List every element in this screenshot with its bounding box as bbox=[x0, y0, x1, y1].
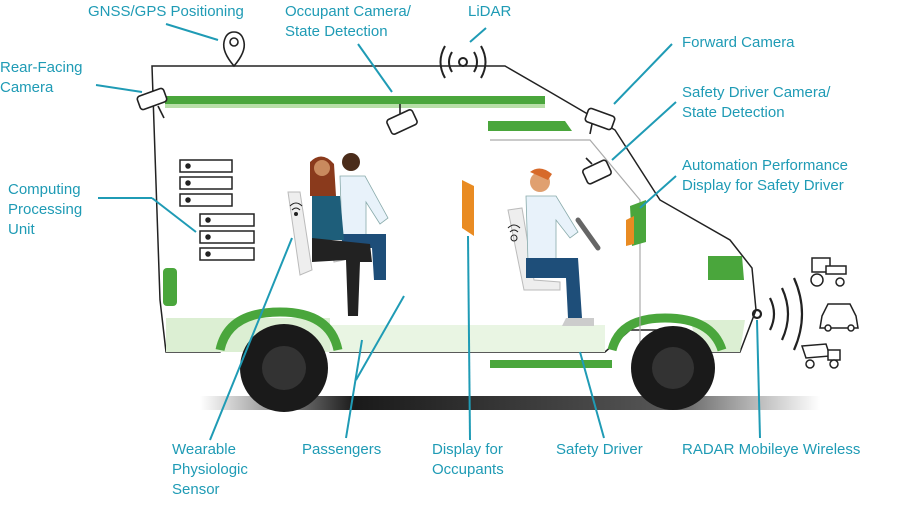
headlight bbox=[708, 256, 744, 280]
lower-band-2 bbox=[330, 325, 605, 352]
wearable-sensor-icon bbox=[289, 202, 303, 216]
car-icon bbox=[819, 303, 859, 332]
front-fender bbox=[607, 313, 727, 352]
leader-lines bbox=[95, 23, 761, 441]
label-forward-camera: Forward Camera bbox=[682, 34, 795, 51]
cab-stripe bbox=[488, 121, 572, 131]
label-wearable-sensor: Wearable Physiologic Sensor bbox=[172, 441, 248, 498]
dump-truck-icon bbox=[800, 343, 841, 369]
camera-icon bbox=[584, 107, 616, 135]
roof-stripe-light bbox=[165, 104, 545, 108]
gps-pin-icon bbox=[222, 31, 246, 68]
label-automation-display: Automation Performance Display for Safet… bbox=[682, 157, 848, 194]
wearable-sensor-icon bbox=[507, 224, 521, 242]
rear-fender bbox=[215, 307, 343, 352]
driver-seat bbox=[507, 207, 561, 291]
tractor-icon bbox=[810, 257, 847, 287]
safety-driver-figure bbox=[525, 168, 594, 326]
driver-display-orange bbox=[626, 216, 634, 246]
label-gnss: GNSS/GPS Positioning bbox=[88, 3, 244, 20]
label-radar: RADAR Mobileye Wireless bbox=[682, 441, 861, 458]
label-safety-driver-camera: Safety Driver Camera/ State Detection bbox=[682, 84, 831, 121]
label-display-occupants: Display for Occupants bbox=[432, 441, 504, 478]
roof-stripe bbox=[165, 96, 545, 104]
label-rear-camera: Rear-Facing Camera bbox=[0, 59, 83, 96]
cab-floor-green bbox=[490, 360, 612, 368]
rear-light bbox=[163, 268, 177, 306]
occupant-display bbox=[462, 180, 474, 236]
steering-wheel bbox=[575, 217, 601, 251]
label-computing-unit: Computing Processing Unit bbox=[8, 181, 83, 238]
passenger-woman bbox=[310, 156, 372, 316]
camera-icon bbox=[136, 87, 168, 119]
rear-wheel-hub bbox=[262, 346, 306, 390]
camera-icon bbox=[386, 104, 418, 135]
cab-door bbox=[490, 139, 641, 352]
camera-icon bbox=[582, 157, 612, 185]
label-lidar: LiDAR bbox=[468, 3, 512, 20]
van-body bbox=[151, 65, 757, 353]
front-wheel-hub bbox=[652, 347, 694, 389]
lidar-signal-icon bbox=[439, 45, 487, 79]
radar-wave-icon bbox=[751, 277, 804, 351]
label-safety-driver: Safety Driver bbox=[556, 441, 643, 458]
server-rack-icon bbox=[179, 159, 255, 261]
label-passengers: Passengers bbox=[302, 441, 382, 458]
label-occupant-camera: Occupant Camera/ State Detection bbox=[285, 3, 411, 40]
